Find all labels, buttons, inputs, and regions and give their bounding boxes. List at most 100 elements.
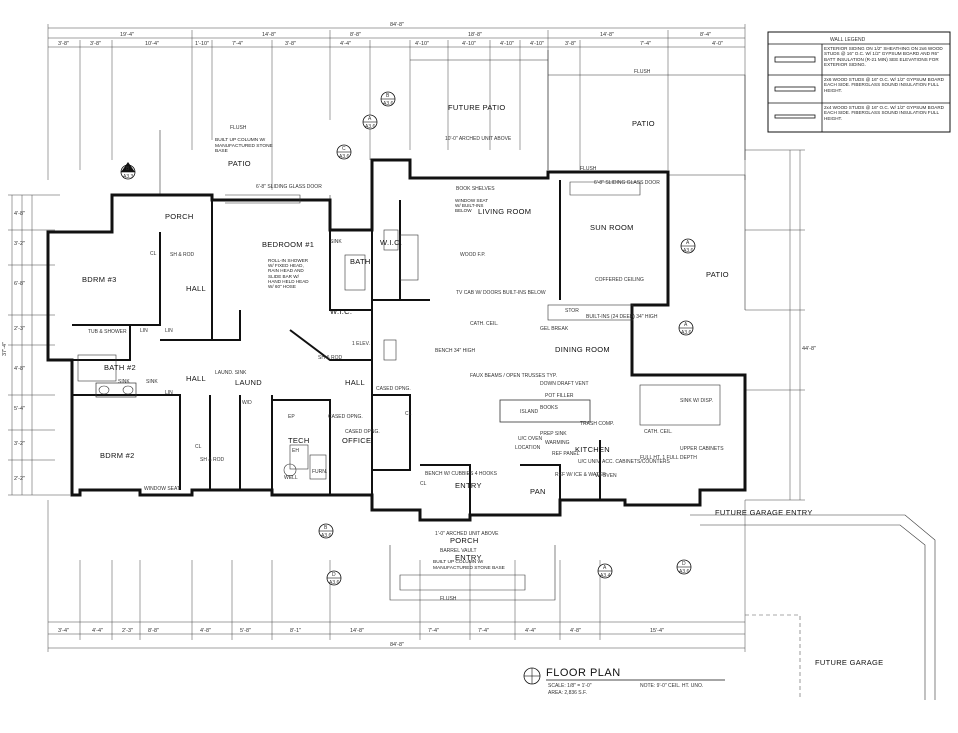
note-lin2: LIN	[165, 328, 173, 334]
top-dim: 3'-8"	[565, 41, 576, 47]
note-arched-bottom: 1'-0" ARCHED UNIT ABOVE	[435, 531, 499, 537]
right-total-dim: 44'-8"	[802, 346, 816, 352]
section-marker: D A3.6	[326, 570, 342, 586]
bottom-dim: 4'-4"	[92, 628, 103, 634]
top-dim: 7'-4"	[640, 41, 651, 47]
bottom-dim: 7'-4"	[428, 628, 439, 634]
section-marker: B A3.6	[318, 523, 334, 539]
water-heater	[289, 444, 309, 470]
section-marker-letter: B	[386, 93, 390, 99]
bathtub	[77, 354, 117, 382]
bottom-dim: 14'-8"	[350, 628, 364, 634]
room-hall2: HALL	[186, 374, 206, 383]
left-dim: 4'-8"	[14, 211, 25, 217]
note-flush4: FLUSH	[440, 596, 457, 602]
room-patio3: PATIO	[706, 270, 729, 279]
note-wood-fp: WOOD F.P.	[460, 252, 485, 258]
room-porch1: PORCH	[165, 212, 194, 221]
note-flush3: FLUSH	[580, 166, 597, 172]
fixtures	[77, 181, 721, 591]
note-cased2: CASED OPNG.	[345, 429, 380, 435]
vanity-counter	[95, 382, 137, 398]
section-marker-letter: D	[332, 572, 336, 578]
top-dim: 1'-10"	[195, 41, 209, 47]
top-dim: 4'-10"	[462, 41, 476, 47]
section-marker-sheet: A3.6	[339, 154, 350, 160]
room-bath: BATH	[350, 257, 371, 266]
note-location: LOCATION	[515, 445, 541, 451]
note-flush1: FLUSH	[230, 125, 247, 131]
top-dim: 14'-8"	[262, 32, 276, 38]
note-cath-ceil2: CATH. CEIL.	[470, 321, 499, 327]
note-window-seat: WINDOW SEAT W/ BUILT-INS BELOW	[455, 198, 489, 214]
note-wd: W/D	[242, 400, 252, 406]
top-dim: 3'-8"	[285, 41, 296, 47]
toilet	[383, 339, 397, 361]
room-office: OFFICE	[342, 436, 371, 445]
note-bench: BENCH W/ CUBBIES 4 HOOKS	[425, 471, 498, 477]
room-bdrm2: BDRM #2	[100, 451, 135, 460]
note-book-shelves: BOOK SHELVES	[456, 186, 495, 192]
fireplace	[399, 234, 419, 281]
note-elevator: 1 ELEV.	[352, 341, 370, 347]
top-dimensions: 84'-8" 19'-4" 14'-8" 8'-8" 18'-8" 14'-8"…	[47, 22, 746, 190]
section-marker: A A3.6	[680, 238, 696, 254]
bottom-dim: 3'-4"	[58, 628, 69, 634]
note-pot-filler: POT FILLER	[545, 393, 574, 399]
room-entry1: ENTRY	[455, 481, 482, 490]
top-dim: 3'-8"	[58, 41, 69, 47]
section-marker-sheet: A3.6	[329, 580, 340, 586]
sink-bowl	[122, 385, 134, 395]
note-eh: EH	[292, 448, 299, 454]
section-marker-sheet: A3.6	[683, 248, 694, 254]
built-ins	[547, 304, 634, 321]
bottom-dim: 4'-4"	[525, 628, 536, 634]
note-column-top: BUILT UP COLUMN W/ MANUFACTURED STONE BA…	[215, 138, 273, 154]
note-down-draft: DOWN DRAFT VENT	[540, 381, 589, 387]
top-dim: 14'-8"	[600, 32, 614, 38]
note-lin3: LIN	[165, 390, 173, 396]
room-pan: PAN	[530, 487, 546, 496]
note-flush2: FLUSH	[634, 69, 651, 75]
note-books: BOOKS	[540, 405, 558, 411]
room-sunroom: SUN ROOM	[590, 223, 634, 232]
legend-swatch-2x6	[774, 86, 816, 92]
bottom-dim: 8'-8"	[148, 628, 159, 634]
note-cl2: CL	[195, 444, 202, 450]
note-ref-ice: REF W/ ICE & WATER	[555, 472, 606, 478]
note-cath-ceil1: CATH. CEIL.	[644, 429, 673, 435]
note-wall-oven: W/ OVEN	[595, 473, 617, 479]
room-patio2: PATIO	[632, 119, 655, 128]
note-furn: FURN.	[312, 469, 327, 475]
section-marker-letter: A	[603, 565, 607, 571]
section-marker-letter: A	[686, 240, 690, 246]
room-labels: BDRM #3 BEDROOM #1 BATH #2 BDRM #2 BATH …	[82, 103, 883, 667]
note-bench-seat: BENCH 34" HIGH	[435, 348, 476, 354]
left-dim: 5'-4"	[14, 406, 25, 412]
section-marker-letter: C	[342, 146, 346, 152]
top-dim: 4'-0"	[712, 41, 723, 47]
note-sink-disp: SINK W/ DISP.	[680, 398, 713, 404]
note-island: ISLAND	[520, 409, 538, 415]
note-sh-rod2: SH & ROD	[318, 355, 343, 361]
note-built-ins: BUILT-INS (24 DEEP) 34" HIGH	[586, 314, 658, 320]
bottom-dim: 5'-8"	[240, 628, 251, 634]
note-coffered: COFFERED CEILING	[595, 277, 644, 283]
section-marker-letter: A	[684, 322, 688, 328]
note-trash: TRASH COMP.	[580, 421, 614, 427]
note-uc-kitchen: U/C UNIV. ACC. CABINETS/COUNTERS	[578, 459, 670, 465]
top-dim: 8'-4"	[700, 32, 711, 38]
plan-area: AREA: 2,836 S.F.	[548, 690, 587, 696]
note-upper-cab: UPPER CABINETS	[680, 446, 724, 452]
bottom-dimensions: 84'-8" 3'-4" 4'-4" 2'-3" 8'-8" 4'-8" 5'-…	[47, 500, 746, 652]
note-sh-rod1: SH & ROD	[170, 252, 195, 258]
note-warming: WARMING	[545, 440, 570, 446]
note-sink3: SINK	[330, 239, 342, 245]
section-marker-letter: B	[126, 166, 130, 172]
toilet	[383, 229, 399, 251]
section-marker-sheet: A3.6	[383, 101, 394, 107]
bottom-dim: 4'-8"	[200, 628, 211, 634]
note-column-bottom: BUILT UP COLUMN W/ MANUFACTURED STONE BA…	[433, 560, 505, 571]
room-bath2: BATH #2	[104, 363, 136, 372]
bottom-total-dim: 84'-8"	[390, 642, 404, 648]
